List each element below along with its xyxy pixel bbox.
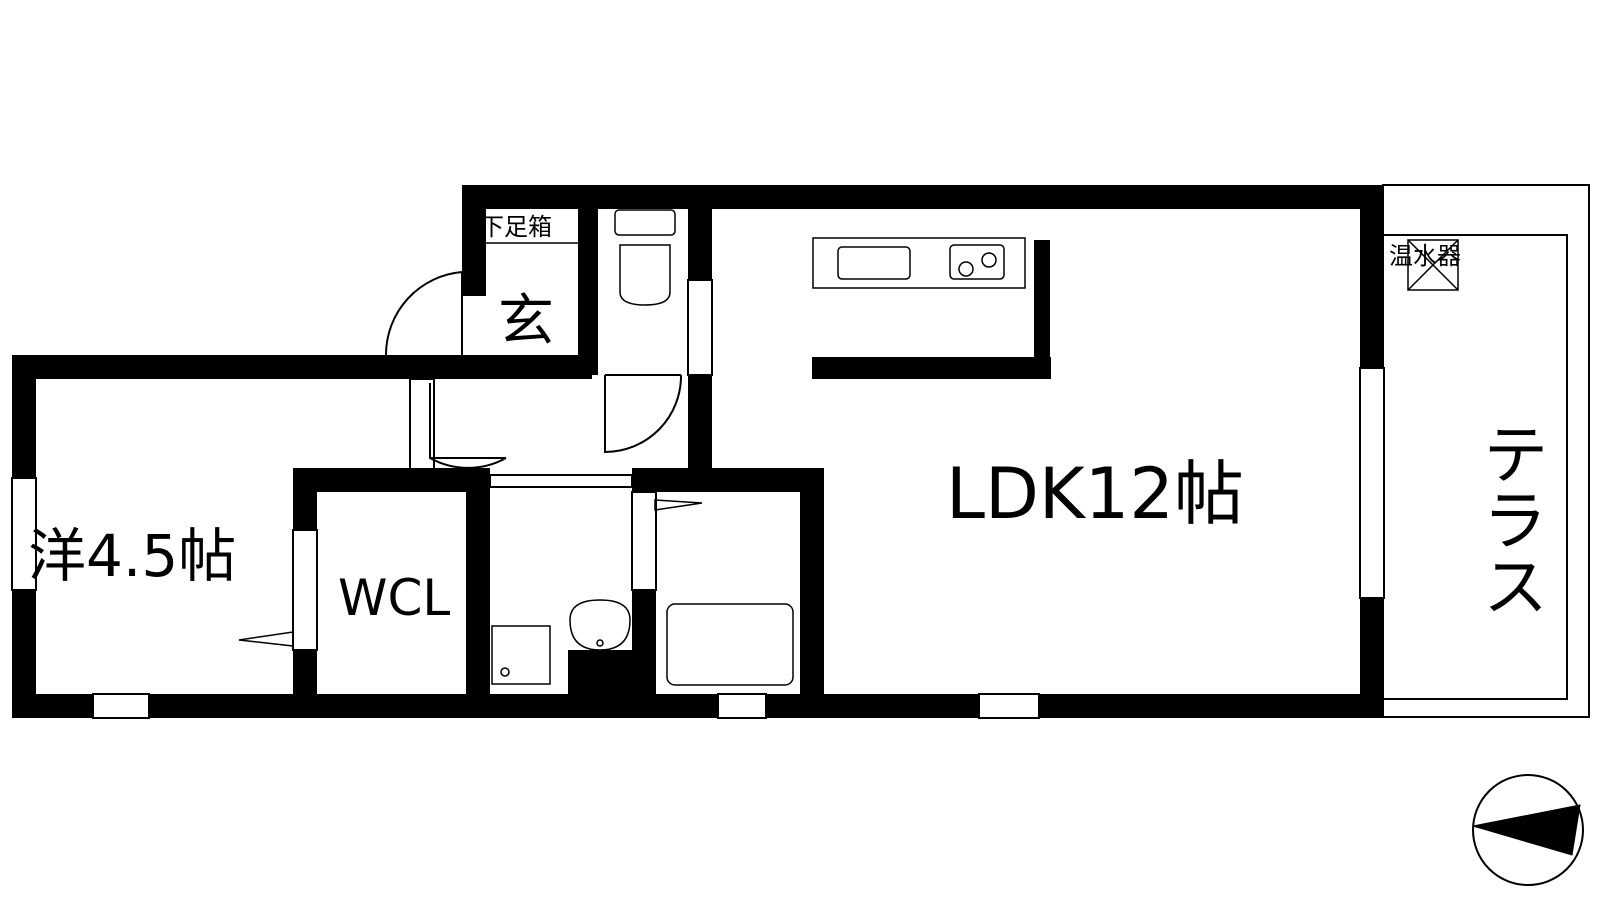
kitchen-counter <box>812 237 1026 289</box>
wcl-right-wall <box>466 468 490 718</box>
toilet-tank <box>614 209 676 236</box>
toilet-ldk-wall-bottom <box>688 375 712 470</box>
water-heater-label: 温水器 <box>1389 242 1461 270</box>
wcl-door-marker <box>238 631 294 647</box>
western-bottom-window <box>92 693 150 719</box>
kitchen-partition-wall <box>812 357 1051 379</box>
room-label-entrance: 玄 <box>498 289 554 354</box>
burner-left-icon <box>958 261 974 277</box>
bottom-wall <box>12 694 1384 718</box>
washing-machine-space <box>491 625 551 685</box>
entrance-bottom-wall <box>462 355 592 379</box>
terrace-sliding-door <box>1359 367 1385 599</box>
upper-left-wall <box>12 355 482 379</box>
room-label-western: 洋4.5帖 <box>28 522 236 590</box>
toilet-door-swing <box>604 374 683 454</box>
shoe-box-label: 下足箱 <box>480 213 552 241</box>
washbasin-drain-icon <box>596 639 604 647</box>
toilet-ldk-wall-top <box>688 185 712 280</box>
compass-circle <box>1472 774 1584 886</box>
sink <box>837 246 911 280</box>
entrance-door-swing <box>384 270 463 356</box>
bath-window <box>717 693 767 719</box>
bathtub <box>666 603 794 686</box>
washing-machine-drain-icon <box>500 667 510 677</box>
bath-top-wall <box>632 468 823 492</box>
bath-door-marker <box>654 499 703 511</box>
burner-right-icon <box>981 252 997 268</box>
bath-ldk-wall <box>800 468 824 718</box>
water-heater-cross-icon-2 <box>1407 239 1459 291</box>
washroom-corner-wall <box>568 650 656 718</box>
kitchen-side-wall <box>1034 240 1050 372</box>
water-heater-box <box>1407 239 1459 291</box>
room-label-ldk: LDK12帖 <box>946 453 1244 535</box>
entrance-left-wall <box>462 185 486 296</box>
toilet-ldk-opening <box>687 279 713 376</box>
washroom-sliding-door <box>489 474 633 488</box>
toilet-bowl <box>619 244 671 306</box>
ldk-bottom-window <box>978 693 1040 719</box>
north-arrow-icon <box>1472 804 1581 856</box>
room-label-terrace: テラス <box>1472 420 1549 618</box>
top-wall <box>462 185 1383 209</box>
room-label-wcl: WCL <box>338 569 450 627</box>
stove <box>949 244 1005 280</box>
washbasin <box>569 599 631 651</box>
western-room-door-swing <box>429 383 507 469</box>
western-door-gap <box>292 529 318 651</box>
western-left-window <box>11 477 37 591</box>
entrance-toilet-wall <box>578 185 598 375</box>
bath-door-gap <box>631 491 657 591</box>
wcl-top-wall <box>293 468 489 492</box>
